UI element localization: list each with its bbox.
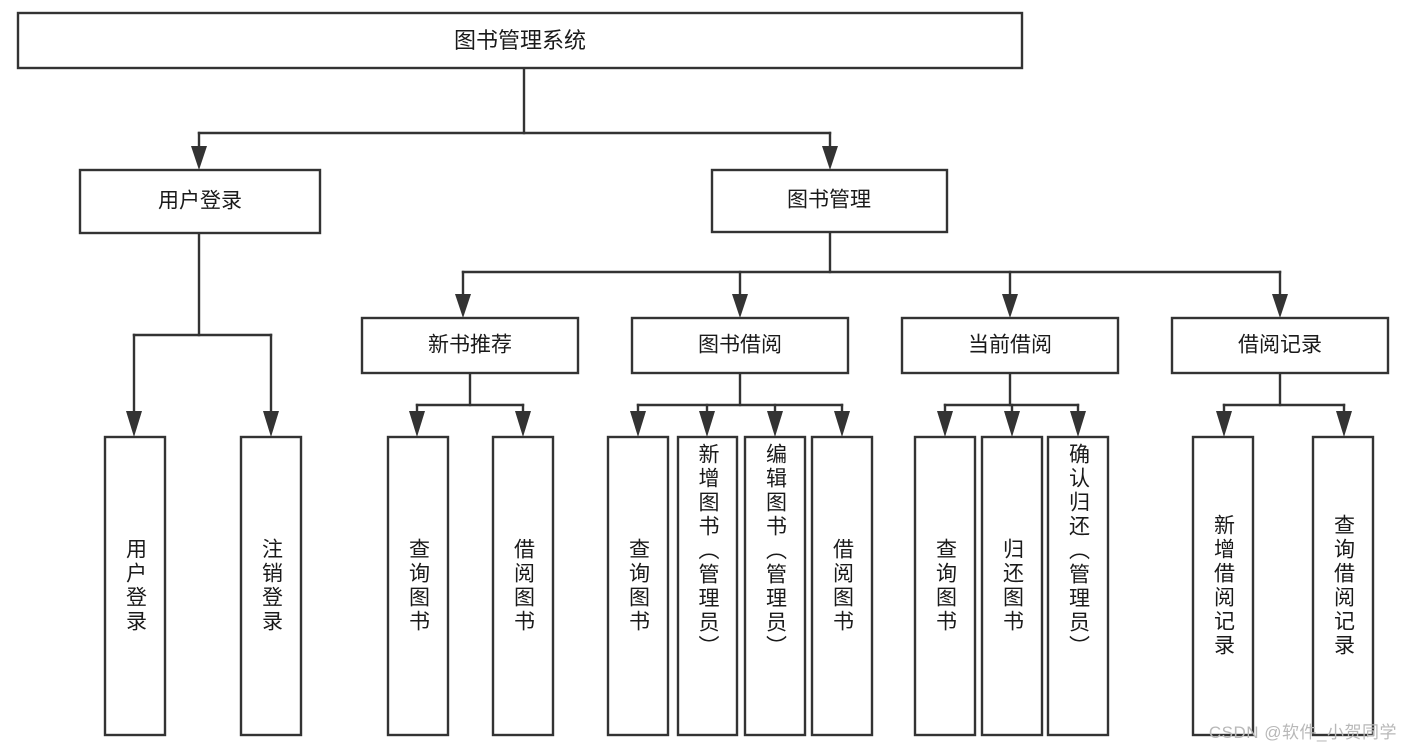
arrow-head-leaf-query-book-3 xyxy=(937,411,953,437)
leaf-box-logout-login[interactable] xyxy=(239,435,303,737)
arrow-head-borrow-record xyxy=(1272,294,1288,318)
node-root[interactable]: 图书管理系统 xyxy=(16,11,1024,70)
arrow-head-leaf-confirm-return xyxy=(1070,411,1086,437)
node-book-manage-box[interactable] xyxy=(710,168,949,234)
leaf-box-confirm-return[interactable] xyxy=(1046,435,1110,737)
node-borrow-record-box[interactable] xyxy=(1170,316,1390,375)
connector-group-root xyxy=(191,66,838,170)
arrow-head-leaf-logout-login xyxy=(263,411,279,437)
leaf-box-edit-book[interactable] xyxy=(743,435,807,737)
connector-group-book-borrow xyxy=(630,371,850,437)
arrow-head-new-book-recommend xyxy=(455,294,471,318)
node-borrow-record-label: 借阅记录 xyxy=(1238,334,1322,357)
connector-group-new-book-recommend xyxy=(409,371,531,437)
leaf-box-return-book[interactable] xyxy=(980,435,1044,737)
node-new-book-recommend-box[interactable] xyxy=(360,316,580,375)
node-current-borrow-label: 当前借阅 xyxy=(968,334,1052,357)
node-new-book-recommend-label: 新书推荐 xyxy=(428,334,512,357)
arrow-head-book-manage xyxy=(822,146,838,170)
leaf-box-query-book-2[interactable] xyxy=(606,435,670,737)
connector-group-borrow-record xyxy=(1216,371,1352,437)
arrow-head-leaf-query-book-2 xyxy=(630,411,646,437)
node-book-borrow-box[interactable] xyxy=(630,316,850,375)
connector-group-user-login xyxy=(126,231,279,437)
arrow-head-leaf-edit-book xyxy=(767,411,783,437)
arrow-head-leaf-return-book xyxy=(1004,411,1020,437)
leaf-box-query-book-3[interactable] xyxy=(913,435,977,737)
node-user-login-box[interactable] xyxy=(78,168,322,235)
arrow-head-leaf-borrow-book-2 xyxy=(834,411,850,437)
node-book-borrow-label: 图书借阅 xyxy=(698,334,782,357)
leaf-box-add-record[interactable] xyxy=(1191,435,1255,737)
leaf-box-query-book-1[interactable] xyxy=(386,435,450,737)
node-user-login-label: 用户登录 xyxy=(158,190,242,213)
arrow-head-leaf-add-book xyxy=(699,411,715,437)
node-book-borrow[interactable]: 图书借阅 xyxy=(630,316,850,375)
arrow-head-leaf-user-login xyxy=(126,411,142,437)
node-root-box[interactable] xyxy=(16,11,1024,70)
arrow-head-leaf-add-record xyxy=(1216,411,1232,437)
leaf-box-user-login[interactable] xyxy=(103,435,167,737)
leaf-box-borrow-book-2[interactable] xyxy=(810,435,874,737)
leaf-box-add-book[interactable] xyxy=(676,435,739,737)
arrow-head-leaf-query-book-1 xyxy=(409,411,425,437)
leaf-box-query-record[interactable] xyxy=(1311,435,1375,737)
node-current-borrow-box[interactable] xyxy=(900,316,1120,375)
arrow-head-book-borrow xyxy=(732,294,748,318)
arrow-head-leaf-query-record xyxy=(1336,411,1352,437)
node-book-manage-label: 图书管理 xyxy=(787,189,871,212)
node-new-book-recommend[interactable]: 新书推荐 xyxy=(360,316,580,375)
node-current-borrow[interactable]: 当前借阅 xyxy=(900,316,1120,375)
arrow-head-leaf-borrow-book-1 xyxy=(515,411,531,437)
connector-group-current-borrow xyxy=(937,371,1086,437)
node-user-login[interactable]: 用户登录 xyxy=(78,168,322,235)
node-book-manage[interactable]: 图书管理 xyxy=(710,168,949,234)
node-borrow-record[interactable]: 借阅记录 xyxy=(1170,316,1390,375)
arrow-head-user-login xyxy=(191,146,207,170)
leaf-box-borrow-book-1[interactable] xyxy=(491,435,555,737)
watermark-text: CSDN @软件_小贺同学 xyxy=(1208,723,1397,742)
arrow-head-current-borrow xyxy=(1002,294,1018,318)
connector-group-book-manage xyxy=(455,230,1288,318)
node-root-label: 图书管理系统 xyxy=(454,28,586,53)
